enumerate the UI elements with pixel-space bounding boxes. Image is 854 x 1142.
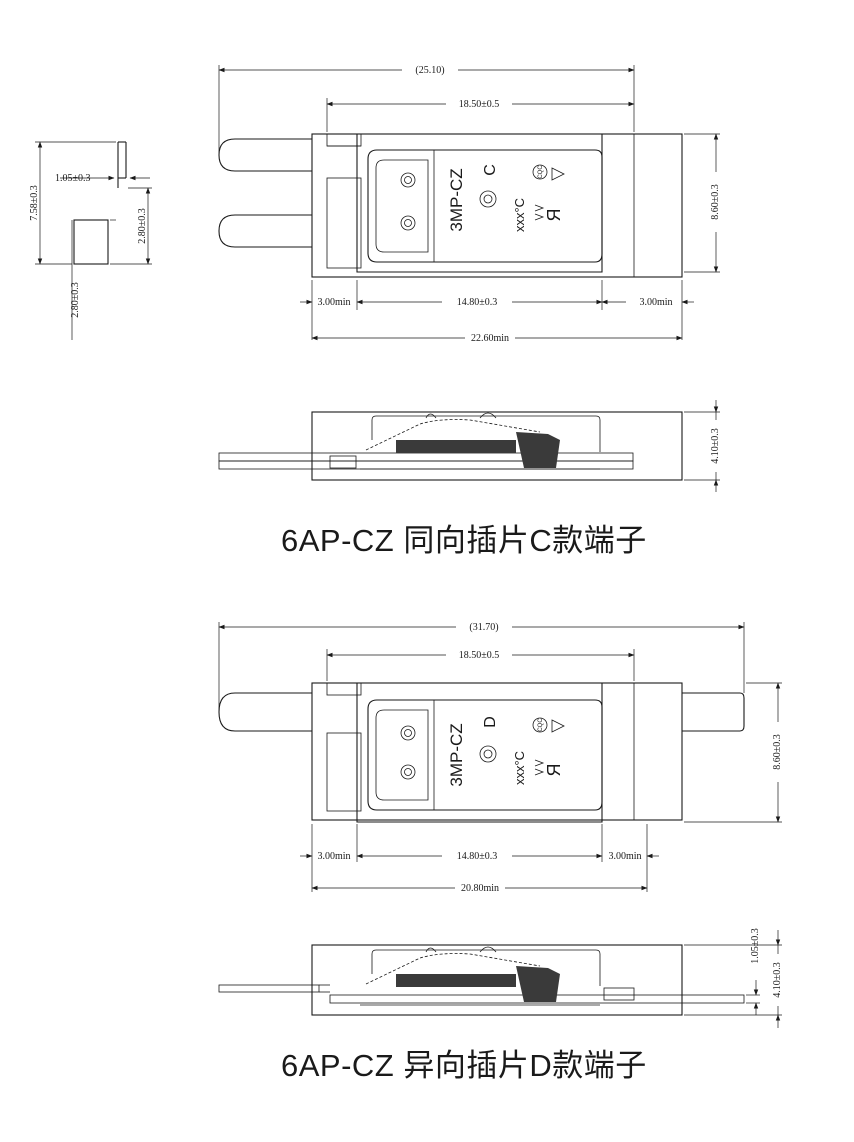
variant-c-cqc-mark: CQC — [538, 165, 544, 179]
variant-d-overall-length: (31.70) — [469, 622, 498, 633]
variant-c-cqc-logo-icon — [532, 164, 548, 180]
variant-c-bimetal-hatch — [396, 440, 516, 453]
variant-d-lead-left: 3.00min — [317, 851, 350, 862]
variant-d-lead-right: 3.00min — [608, 851, 641, 862]
variant-d-temp-mark: xxx°C — [512, 751, 527, 785]
variant-c-overall-length: (25.10) — [415, 65, 444, 76]
variant-c-lead-left: 3.00min — [317, 297, 350, 308]
terminal-dim-d: 2.80±0.3 — [70, 282, 81, 318]
variant-d-top-view: 3MP-CZ D xxx°C CQC Я (31.70) 18.50±0.5 8… — [218, 620, 783, 894]
variant-d-triangle-logo-icon — [551, 719, 565, 733]
terminal-dim-b: 1.05±0.3 — [55, 173, 91, 184]
variant-c-letter-mark: C — [482, 164, 499, 176]
variant-d-vde-logo-icon — [534, 759, 545, 776]
variant-d-min-total: 20.80min — [461, 883, 499, 894]
variant-c-model-mark: 3MP-CZ — [447, 168, 466, 231]
variant-c-top-view: 3MP-CZ C xxx°C CQC Я (25.10) 18.50±0.5 8… — [218, 63, 721, 344]
variant-c-lead-right: 3.00min — [639, 297, 672, 308]
variant-c-body-span: 18.50±0.5 — [459, 99, 500, 110]
variant-c-min-total: 22.60min — [471, 333, 509, 344]
variant-d-ul-logo-icon: Я — [544, 764, 564, 777]
variant-d-side-view: 1.05±0.3 4.10±0.3 — [218, 928, 783, 1028]
variant-c-side-view: 4.10±0.3 — [218, 400, 721, 492]
terminal-detail-view: 7.58±0.3 1.05±0.3 2.80±0.3 2.80±0.3 — [29, 141, 152, 340]
variant-d-center-span: 14.80±0.3 — [457, 851, 498, 862]
variant-d-caption: 6AP-CZ 异向插片D款端子 — [281, 1048, 647, 1083]
variant-c-temp-mark: xxx°C — [512, 198, 527, 232]
terminal-dim-a: 7.58±0.3 — [29, 185, 40, 221]
variant-c-caption: 6AP-CZ 同向插片C款端子 — [281, 523, 647, 558]
variant-d-bimetal-hatch — [396, 974, 516, 987]
variant-d-tab-offset: 1.05±0.3 — [750, 928, 761, 964]
terminal-dim-c: 2.80±0.3 — [137, 208, 148, 244]
variant-c-ul-logo-icon: Я — [544, 209, 564, 222]
variant-c-triangle-logo-icon — [551, 167, 565, 181]
variant-c-center-span: 14.80±0.3 — [457, 297, 498, 308]
variant-d-height: 8.60±0.3 — [772, 734, 783, 770]
variant-d-thickness: 4.10±0.3 — [772, 962, 783, 998]
variant-d-cqc-logo-icon — [532, 717, 548, 733]
variant-c-vde-logo-icon — [534, 204, 545, 221]
variant-c-thickness: 4.10±0.3 — [710, 428, 721, 464]
variant-c-height: 8.60±0.3 — [710, 184, 721, 220]
variant-d-model-mark: 3MP-CZ — [447, 723, 466, 786]
variant-d-cqc-mark: CQC — [538, 718, 544, 732]
variant-d-body-span: 18.50±0.5 — [459, 650, 500, 661]
variant-d-letter-mark: D — [482, 716, 499, 728]
